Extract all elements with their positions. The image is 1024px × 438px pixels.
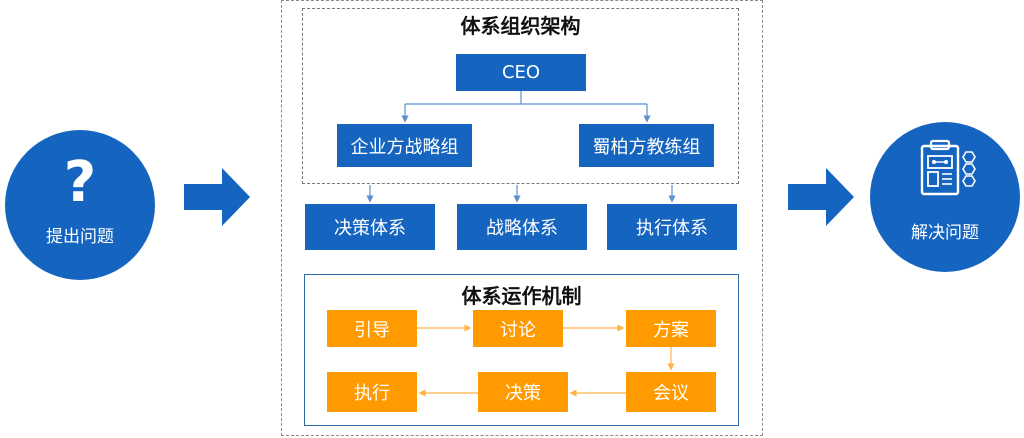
left-circle-label: 提出问题: [46, 227, 114, 247]
step-box-decide: 决策: [478, 372, 568, 412]
group-box-enterprise: 企业方战略组: [337, 124, 472, 167]
step-box-execute: 执行: [327, 372, 417, 412]
clipboard-plan-icon: [920, 139, 976, 196]
step-box-guide: 引导: [327, 310, 417, 347]
left-circle-problem: ? 提出问题: [5, 130, 155, 280]
right-circle-solution: 解决问题: [870, 122, 1020, 272]
outer-dashed-frame: [281, 0, 763, 436]
mechanism-title: 体系运作机制: [461, 284, 582, 308]
system-box-execution: 执行体系: [607, 204, 737, 250]
org-structure-frame: [302, 8, 739, 184]
mechanism-frame: [304, 274, 739, 426]
right-flow-arrow-icon: [788, 168, 854, 226]
right-circle-label: 解决问题: [911, 223, 979, 243]
step-box-discuss: 讨论: [473, 310, 563, 347]
step-box-plan: 方案: [626, 310, 716, 347]
org-title: 体系组织架构: [460, 14, 581, 38]
ceo-box: CEO: [456, 54, 586, 91]
left-flow-arrow-icon: [184, 168, 250, 226]
step-box-meeting: 会议: [626, 372, 716, 412]
system-box-decision: 决策体系: [305, 204, 435, 250]
question-mark-icon: ?: [63, 150, 97, 215]
group-box-coach: 蜀柏方教练组: [579, 124, 714, 167]
system-box-strategy: 战略体系: [457, 204, 587, 250]
